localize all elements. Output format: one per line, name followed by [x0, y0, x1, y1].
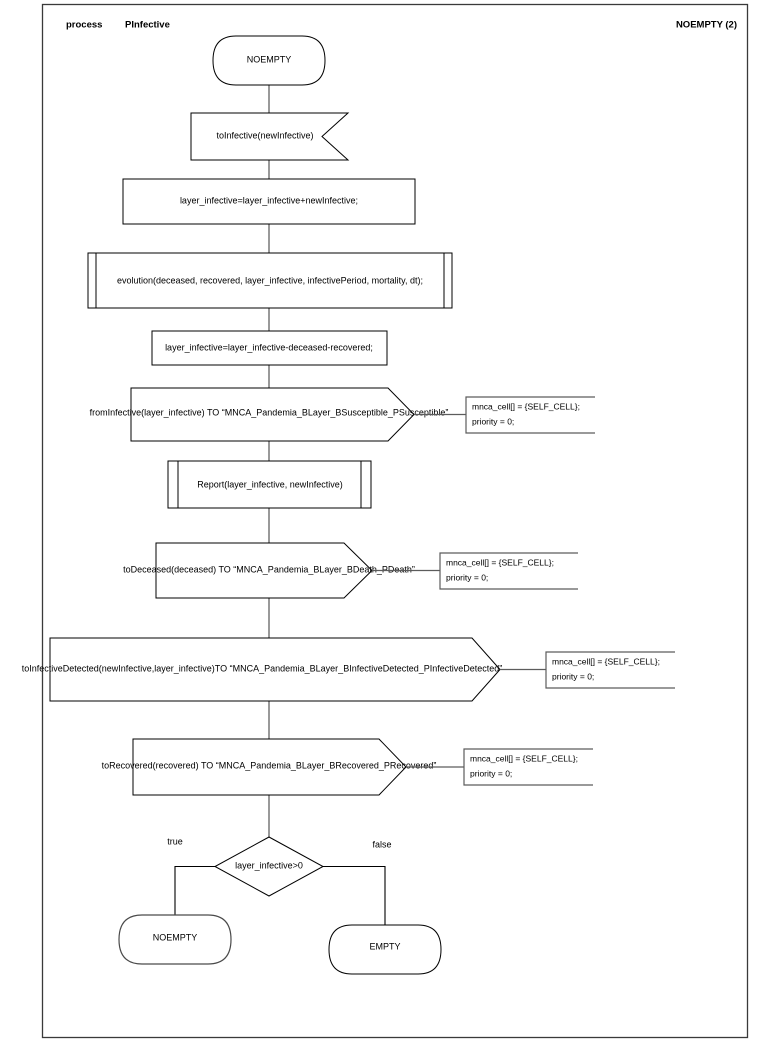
- process-assign-add-newinfective: [122, 178, 416, 225]
- decision-label: layer_infective>0: [235, 860, 303, 870]
- end-state-empty: [328, 924, 442, 975]
- diagram-frame: [41, 3, 749, 1039]
- signal-send-death: [155, 542, 373, 599]
- signal-send-recovered-label: toRecovered(recovered) TO “MNCA_Pandemia…: [102, 760, 437, 770]
- note-recovered-line1: mnca_cell[] = {SELF_CELL};: [470, 753, 578, 763]
- start-state-label: NOEMPTY: [247, 54, 292, 64]
- note-susceptible-line1: mnca_cell[] = {SELF_CELL};: [472, 401, 580, 411]
- signal-send-susceptible-label: fromInfective(layer_infective) TO “MNCA_…: [90, 407, 449, 417]
- note-death-line1: mnca_cell[] = {SELF_CELL};: [446, 557, 554, 567]
- process-assign-subtract: [151, 330, 388, 366]
- process-assign-add-newinfective-label: layer_infective=layer_infective+newInfec…: [180, 195, 358, 205]
- branch-false-connector: [323, 865, 386, 925]
- note-box-death: [439, 552, 578, 590]
- end-state-noempty: [118, 914, 232, 965]
- subroutine-report: [167, 460, 372, 509]
- signal-receive-toinfective-label: toInfective(newInfective): [216, 130, 313, 140]
- decision-layer-infective-positive: [213, 836, 325, 897]
- header-name-label: PInfective: [125, 20, 170, 31]
- signal-send-death-label: toDeceased(deceased) TO “MNCA_Pandemia_B…: [123, 564, 415, 574]
- branch-false-label: false: [372, 839, 391, 849]
- process-assign-subtract-label: layer_infective=layer_infective-deceased…: [165, 342, 373, 352]
- signal-send-recovered: [132, 738, 407, 796]
- note-box-recovered: [463, 748, 593, 786]
- end-state-empty-label: EMPTY: [369, 941, 400, 951]
- branch-true-label: true: [167, 836, 183, 846]
- note-box-infective-detected: [545, 651, 675, 689]
- signal-send-infective-detected: [49, 637, 501, 702]
- branch-true-connector: [174, 865, 215, 915]
- signal-send-infective-detected-label: toInfectiveDetected(newInfective,layer_i…: [22, 663, 503, 673]
- note-box-susceptible: [465, 396, 595, 434]
- note-infective-detected-line2: priority = 0;: [552, 671, 594, 681]
- end-state-noempty-label: NOEMPTY: [153, 932, 198, 942]
- subroutine-evolution: [87, 252, 453, 309]
- note-susceptible-line2: priority = 0;: [472, 416, 514, 426]
- note-death-line2: priority = 0;: [446, 572, 488, 582]
- note-infective-detected-line1: mnca_cell[] = {SELF_CELL};: [552, 656, 660, 666]
- start-state-noempty: [212, 35, 326, 86]
- subroutine-report-label: Report(layer_infective, newInfective): [197, 479, 343, 489]
- header-state-label: NOEMPTY (2): [676, 20, 737, 31]
- note-recovered-line2: priority = 0;: [470, 768, 512, 778]
- subroutine-evolution-label: evolution(deceased, recovered, layer_inf…: [117, 275, 423, 285]
- header-kind-label: process: [66, 20, 102, 31]
- signal-receive-toinfective: [190, 112, 350, 161]
- signal-send-susceptible: [130, 387, 415, 442]
